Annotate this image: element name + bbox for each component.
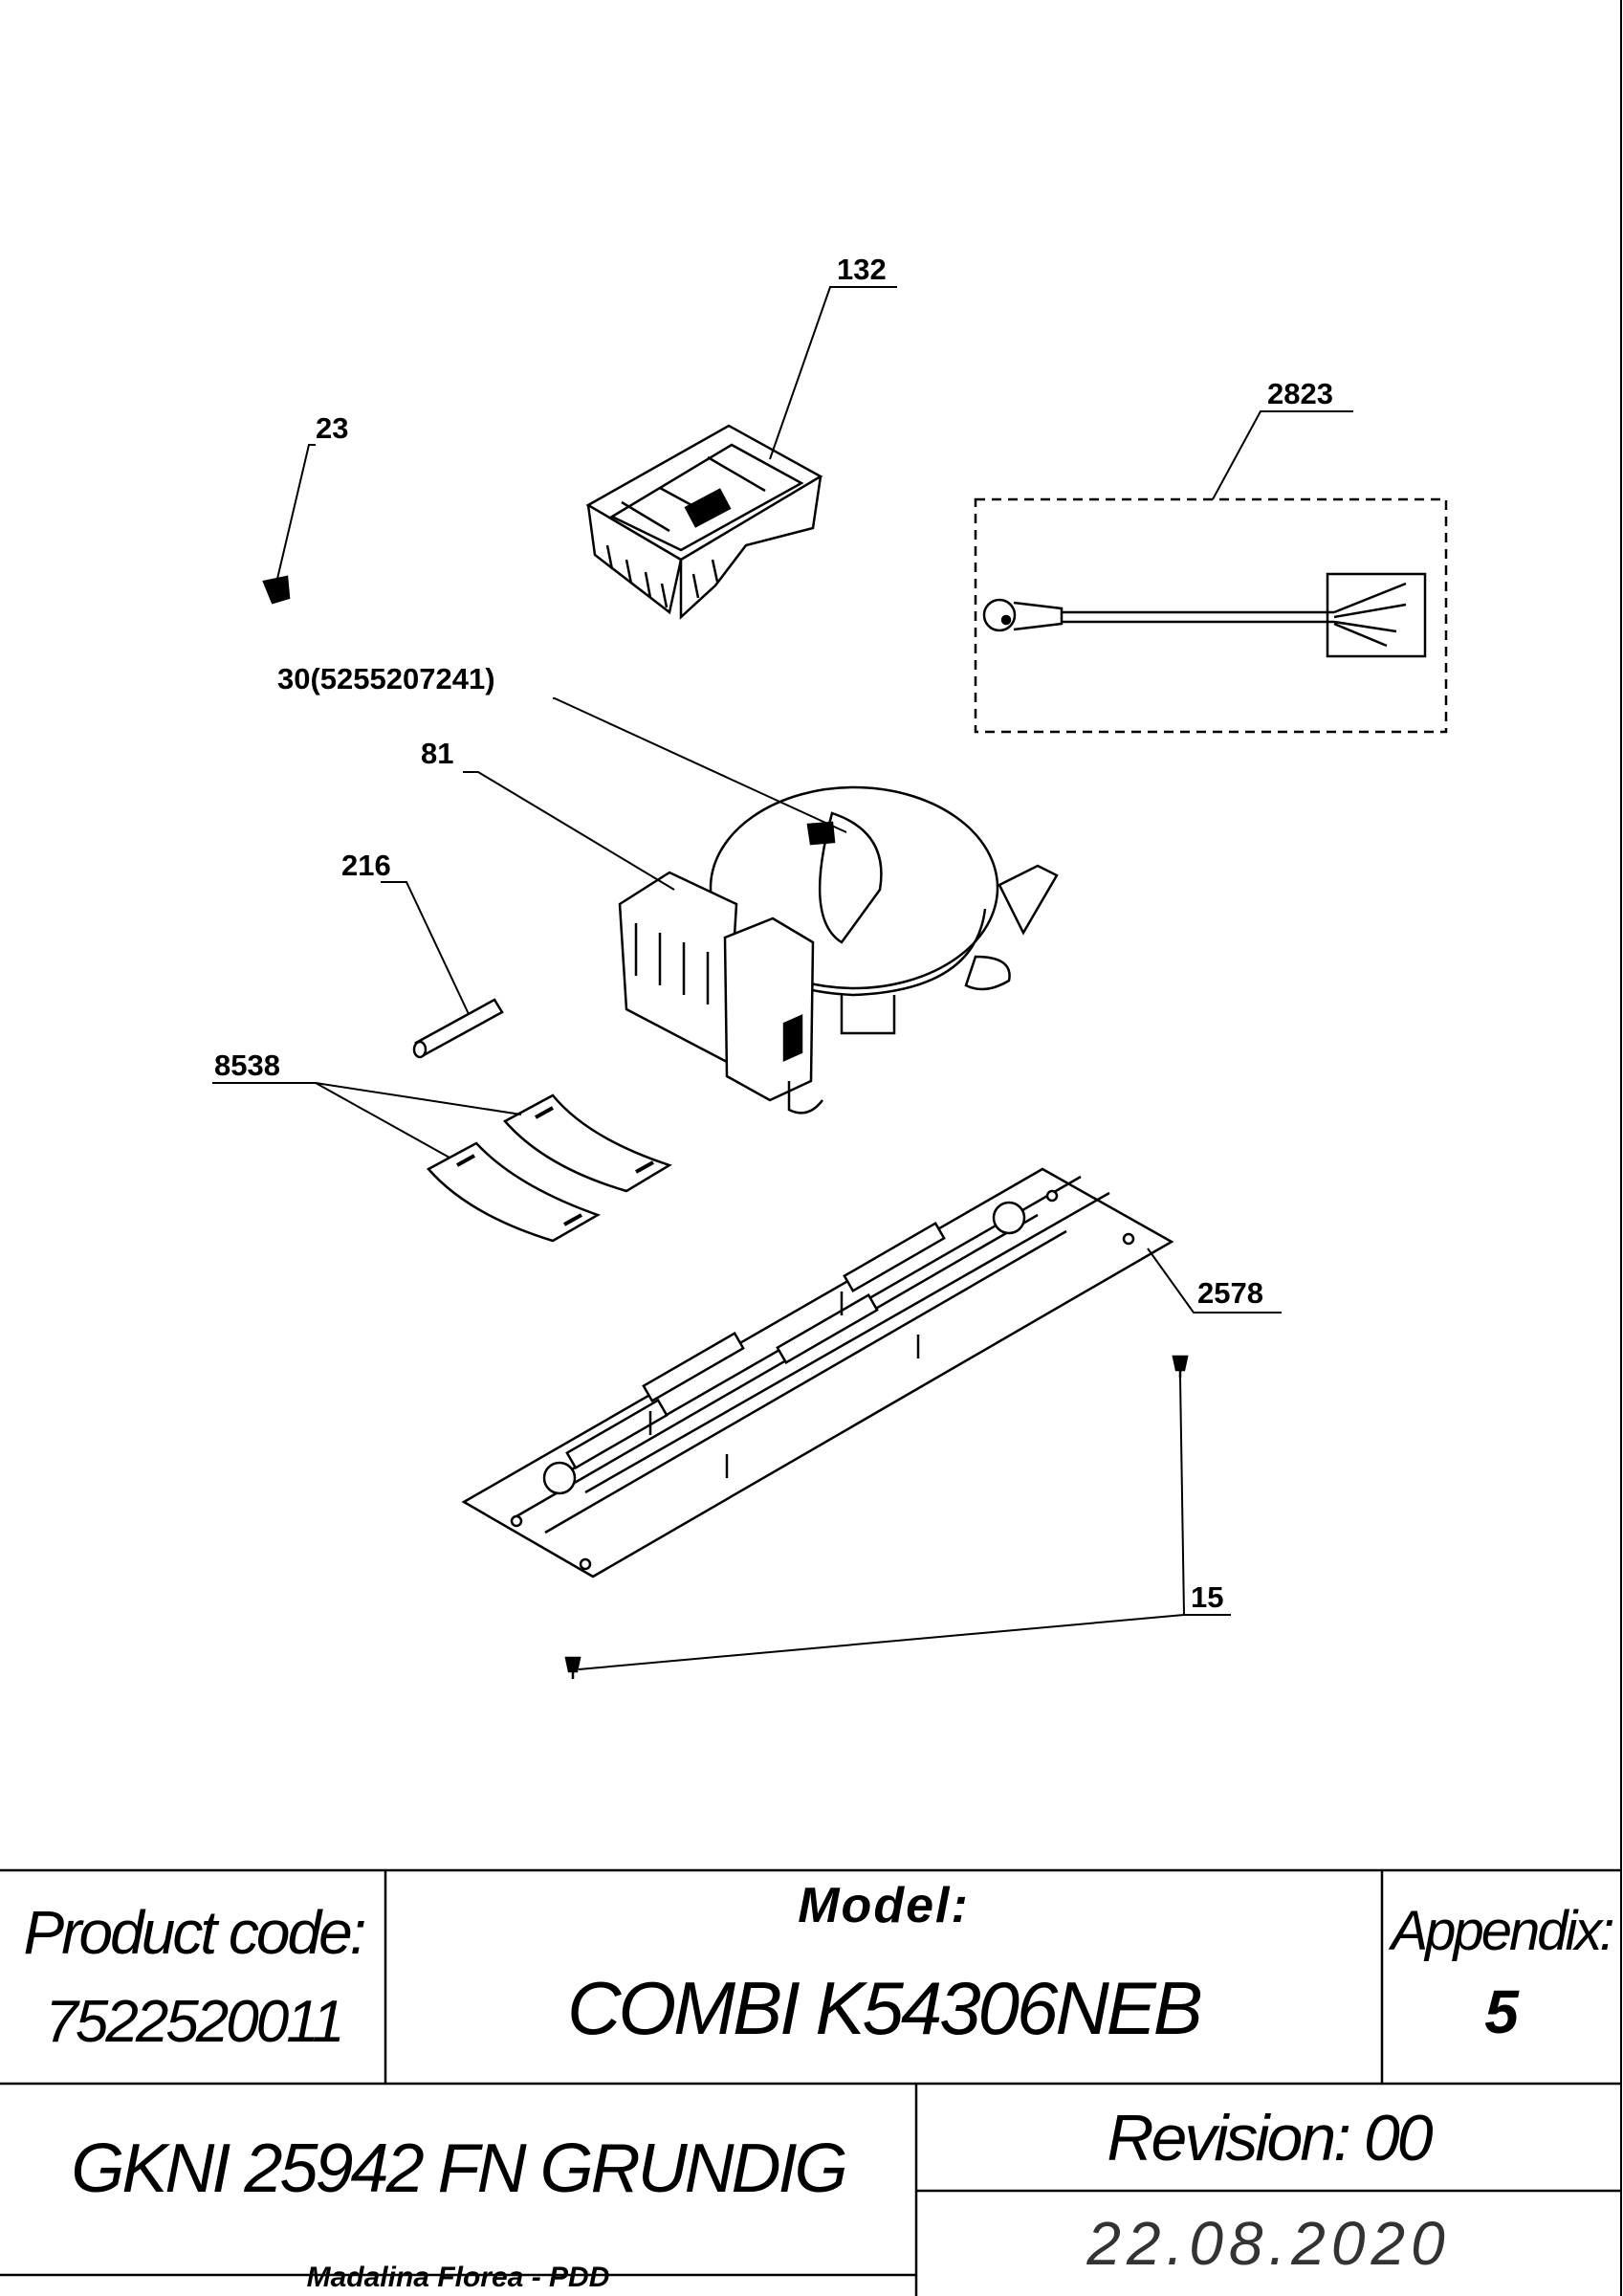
appendix-value: 5 xyxy=(1484,1977,1519,2046)
part-2578-mounting-plate xyxy=(461,1167,1174,1578)
label-15: 15 xyxy=(1191,1580,1223,1614)
part-15-screws xyxy=(564,1355,1189,1679)
label-23: 23 xyxy=(316,411,348,445)
product-name: GKNI 25942 FN GRUNDIG xyxy=(71,2130,847,2207)
date: 22.08.2020 xyxy=(1086,2209,1451,2278)
label-216: 216 xyxy=(341,849,391,882)
product-code-label: Product code: xyxy=(23,1898,367,1967)
label-2578: 2578 xyxy=(1197,1276,1263,1310)
model-value: COMBI K54306NEB xyxy=(567,1966,1203,2050)
part-81-relay-box xyxy=(618,871,823,1115)
model-label: Model: xyxy=(798,1878,970,1933)
title-block-frame xyxy=(0,1868,1621,2296)
label-30: 30(5255207241) xyxy=(277,662,495,695)
appendix-label: Appendix: xyxy=(1391,1899,1615,1962)
label-2823: 2823 xyxy=(1267,377,1333,410)
label-132: 132 xyxy=(837,253,887,286)
product-code-value: 7522520011 xyxy=(45,1988,344,2055)
label-8538: 8538 xyxy=(214,1049,280,1082)
part-132-tray xyxy=(585,424,823,620)
part-labels: 132 2823 23 30(5255207241) 81 216 8538 2… xyxy=(214,253,1333,1614)
label-81: 81 xyxy=(421,737,453,770)
part-23-grommet xyxy=(262,575,291,605)
leader-lines xyxy=(212,286,1353,1670)
author: Madalina Florea - PDD xyxy=(306,2262,610,2293)
revision: Revision: 00 xyxy=(1107,2102,1433,2175)
part-8538-pads xyxy=(427,1093,672,1243)
part-2823-power-cord xyxy=(974,497,1448,734)
